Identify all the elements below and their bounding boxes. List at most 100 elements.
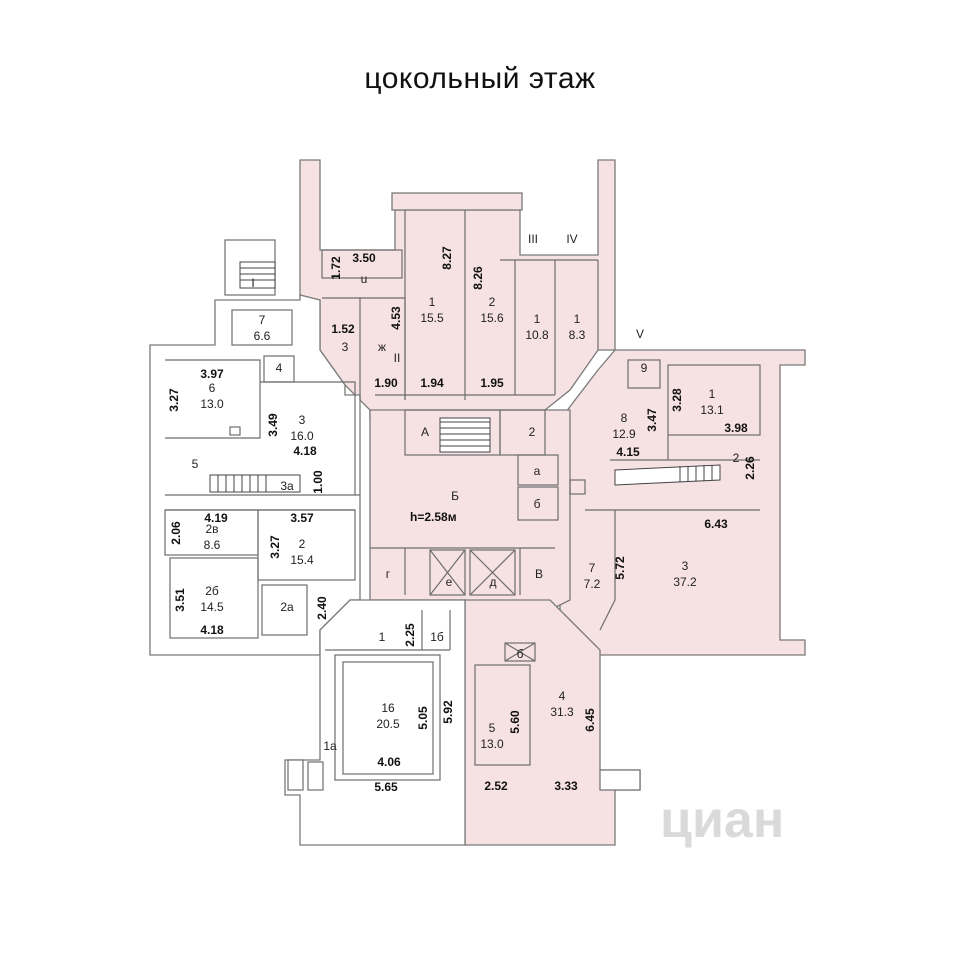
roman-iv: IV — [566, 232, 577, 246]
dimension: 3.49 — [266, 413, 280, 437]
dimension: 3.50 — [352, 251, 376, 265]
room-area: 37.2 — [673, 575, 697, 589]
letter-v-cap: В — [535, 567, 543, 581]
letter-u: u — [361, 272, 368, 286]
room-area: 15.6 — [480, 311, 504, 325]
letter-zh: ж — [378, 340, 386, 354]
dimension: 5.92 — [441, 700, 455, 724]
room-number: 1 — [574, 312, 581, 326]
letter-b-elevator: б — [517, 647, 524, 661]
room-number: 1б — [430, 630, 444, 644]
dimension: 1.95 — [480, 376, 504, 390]
room-number: 7 — [259, 313, 266, 327]
room-number: 6 — [209, 381, 216, 395]
pink-roof-top — [391, 192, 523, 211]
letter-markers: А 2 Б а б г е д В 9 2 3 ж II u б III IV … — [251, 232, 739, 661]
dimension: 2.52 — [484, 779, 508, 793]
dimension: 3.28 — [670, 388, 684, 412]
ceiling-height: h=2.58м — [410, 510, 457, 524]
letter-e: е — [446, 575, 453, 589]
room-area: 12.9 — [612, 427, 636, 441]
room-number: 1 — [534, 312, 541, 326]
room-labels: 7 6.6 4 6 13.0 3 16.0 5 3 а 2в 8.6 2 15.4… — [192, 295, 724, 753]
dimension: 4.18 — [200, 623, 224, 637]
dimension: 4.19 — [204, 511, 228, 525]
room-number: 2б — [205, 584, 219, 598]
door-marks — [229, 426, 641, 791]
room-area: 6.6 — [254, 329, 271, 343]
room-number: 4 — [559, 689, 566, 703]
dimension: 5.72 — [613, 556, 627, 580]
dimension: 4.53 — [389, 306, 403, 330]
dimension: 3.33 — [554, 779, 578, 793]
dimension: 2.06 — [169, 521, 183, 545]
room-number: 5 — [489, 721, 496, 735]
room-area: 13.0 — [200, 397, 224, 411]
roman-i: I — [251, 276, 254, 290]
dimension: 1.52 — [331, 322, 355, 336]
room-number: 1 — [429, 295, 436, 309]
room-area: 15.4 — [290, 553, 314, 567]
dimension: 8.27 — [440, 246, 454, 270]
room-area: 15.5 — [420, 311, 444, 325]
room-number: 8 — [621, 411, 628, 425]
letter-a: а — [534, 464, 541, 478]
room-number: 3 — [682, 559, 689, 573]
room-number: 2в — [205, 522, 218, 536]
room-number: 2 — [489, 295, 496, 309]
dimension: 5.65 — [374, 780, 398, 794]
room-area: 13.1 — [700, 403, 724, 417]
dimension: 4.18 — [293, 444, 317, 458]
dimension: 1.00 — [311, 470, 325, 494]
room-area: 14.5 — [200, 600, 224, 614]
dimension: 3.57 — [290, 511, 314, 525]
room-area: 16.0 — [290, 429, 314, 443]
room-area: 7.2 — [584, 577, 601, 591]
letter-g: г — [386, 567, 391, 581]
room-number: 1 — [709, 387, 716, 401]
dimension: 2.40 — [315, 596, 329, 620]
letter-ii: II — [394, 351, 401, 365]
room-area: 13.0 — [480, 737, 504, 751]
room-number: 1а — [323, 739, 337, 753]
dimension: 2.26 — [743, 456, 757, 480]
letter-b-small: б — [534, 497, 541, 511]
room-area: 8.6 — [204, 538, 221, 552]
dimension: 4.15 — [616, 445, 640, 459]
stairs — [209, 261, 721, 493]
dimension: 4.06 — [377, 755, 401, 769]
watermark: циан — [660, 791, 785, 849]
dimensions: 3.50 1.72 8.27 8.26 1.52 4.53 1.90 1.94 … — [167, 246, 757, 794]
letter-d: д — [489, 575, 496, 589]
roman-iii: III — [528, 232, 538, 246]
letter-nine: 9 — [641, 361, 648, 375]
plan-title: цокольный этаж — [364, 62, 596, 95]
room-area: 10.8 — [525, 328, 549, 342]
interior-walls — [164, 210, 761, 791]
dimension: 3.98 — [724, 421, 748, 435]
dimension: 1.90 — [374, 376, 398, 390]
dimension: 3.27 — [268, 535, 282, 559]
room-area: 8.3 — [569, 328, 586, 342]
roman-v: V — [636, 327, 644, 341]
pink-zone-right — [559, 349, 806, 656]
room-number: 5 — [192, 457, 199, 471]
room-number: 2а — [280, 600, 294, 614]
dimension: 5.05 — [416, 706, 430, 730]
dimension: 8.26 — [471, 266, 485, 290]
letter-two-right: 2 — [733, 451, 740, 465]
room-number: 7 — [589, 561, 596, 575]
dimension: 5.60 — [508, 710, 522, 734]
room-number: 2 — [299, 537, 306, 551]
dimension: 3.97 — [200, 367, 224, 381]
dimension: 6.43 — [704, 517, 728, 531]
dimension: 3.47 — [645, 408, 659, 432]
dimension: 3.27 — [167, 388, 181, 412]
letter-two: 2 — [529, 425, 536, 439]
dimension: 2.25 — [403, 623, 417, 647]
room-number: 3 — [299, 413, 306, 427]
dimension: 3.51 — [173, 588, 187, 612]
dimension: 1.94 — [420, 376, 444, 390]
room-number: 16 — [381, 701, 395, 715]
